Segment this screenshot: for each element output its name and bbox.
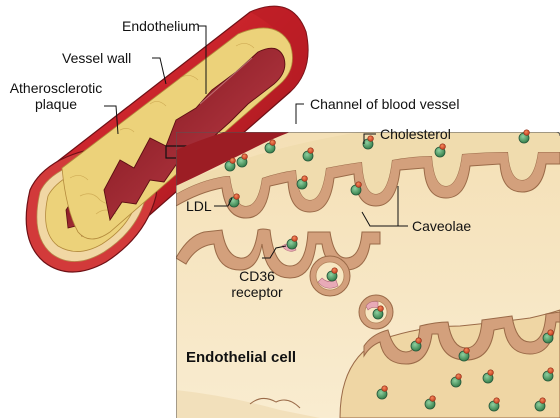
lower-cell [339,309,560,418]
label-ldl: LDL [186,198,212,214]
lower-membrane [176,228,381,279]
blood-channel [176,132,360,186]
label-vessel-wall: Vessel wall [62,50,132,66]
label-plaque-line2: plaque [34,96,78,112]
label-cd36-line2: receptor [231,284,283,300]
leader-plaque [104,105,119,135]
leader-channel [295,103,304,124]
label-cd36-line1: CD36 [239,268,275,284]
label-endothelial-cell: Endothelial cell [186,349,297,366]
leader-vessel-wall [152,57,167,85]
label-cholesterol: Cholesterol [380,126,451,142]
label-endothelium: Endothelium [122,18,200,34]
leader-endothelium [198,25,207,94]
leader-cholesterol [363,133,376,144]
leader-cd36 [262,245,287,259]
label-atherosclerotic-plaque: Atherosclerotic plaque [2,80,110,112]
label-plaque-line1: Atherosclerotic [9,80,103,96]
magnified-panel [176,132,560,418]
label-channel-of-blood-vessel: Channel of blood vessel [310,96,460,112]
leader-ldl [214,197,233,207]
label-caveolae: Caveolae [412,218,472,234]
lower-cell-membrane [363,311,560,365]
ldl-particle [518,129,530,144]
leader-caveolae-2 [361,211,398,227]
blood-vessel [25,5,309,273]
leader-lines [104,25,408,259]
label-cd36-receptor: CD36 receptor [222,268,292,300]
